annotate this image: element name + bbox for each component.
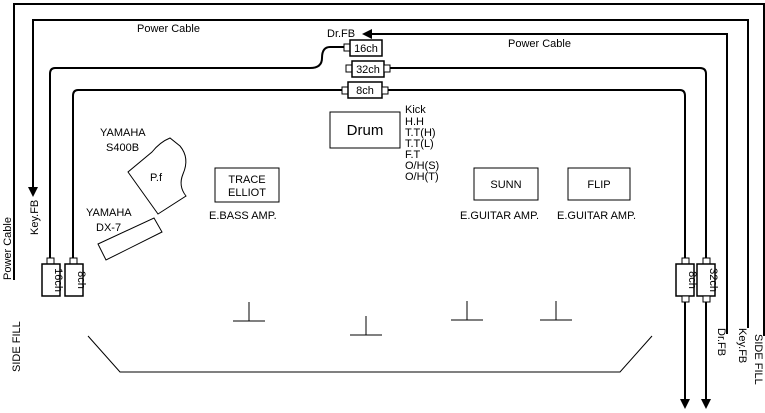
piano-brand-label: YAMAHA [100,127,146,139]
connector-right-32ch-label: 32ch [707,268,719,292]
key-fb-right-label: Key.FB [736,328,748,363]
grand-piano-shape [127,137,187,215]
synth-dx7-shape [97,217,163,261]
connector-right-8ch-label: 8ch [686,271,698,289]
connector-top-16ch-label: 16ch [354,43,378,55]
power-cable-top-right-label: Power Cable [508,38,571,50]
connector-left-8ch: 8ch [64,257,87,297]
bass-amp-line2: ELLIOT [228,187,266,199]
synth-brand-label: YAMAHA [86,207,132,219]
bass-amp-box [214,167,280,203]
connector-top-16ch: 16ch [343,39,383,57]
side-fill-left-label: SIDE FILL [11,321,23,372]
drum-mic-ttl: T.T(L) [405,138,434,150]
cable-32ch-run [384,67,711,409]
drum-mic-oht: O/H(T) [405,171,439,183]
guitar-amp-sunn-caption: E.GUITAR AMP. [460,210,539,222]
connector-left-16ch: 16ch [41,257,64,297]
connector-top-8ch-label: 8ch [356,85,374,97]
power-cable-left-run [13,3,765,336]
power-cable-left-label: Power Cable [2,217,14,280]
cable-16ch-run [49,46,346,266]
piano-model-label: S400B [106,142,139,154]
mic-stand-2 [350,316,382,336]
connector-top-8ch: 8ch [341,81,389,99]
stage-front-edge [87,335,653,373]
dr-fb-top-label: Dr.FB [327,28,355,40]
cable-8ch-run [72,89,685,404]
side-fill-right-label: SIDE FILL [752,334,764,385]
connector-top-32ch-label: 32ch [356,64,380,76]
synth-model-label: DX-7 [96,222,121,234]
guitar-amp-sunn-label: SUNN [490,179,521,191]
dr-fb-cable-run [362,29,728,334]
connector-right-32ch: 32ch [696,257,719,303]
guitar-amp-flip-label: FLIP [587,179,610,191]
drum-label: Drum [347,122,384,139]
bass-amp-line1: TRACE [228,174,265,186]
guitar-amp-sunn-box [473,167,539,201]
drum-mic-kick: Kick [405,104,426,116]
drum-mic-hh: H.H [405,116,424,128]
drum-mic-tth: T.T(H) [405,127,436,139]
connector-top-32ch: 32ch [345,60,391,78]
connector-left-16ch-label: 16ch [52,268,64,292]
drum-mic-ohs: O/H(S) [405,160,439,172]
mic-stand-1 [233,302,265,322]
mic-stand-3 [451,301,483,321]
drum-box [329,111,401,149]
guitar-amp-flip-caption: E.GUITAR AMP. [557,210,636,222]
drum-mic-ft: F.T [405,149,421,161]
piano-label: P.f [150,172,163,184]
key-fb-cable-left-run [28,19,749,328]
dr-fb-right-label: Dr.FB [715,328,727,356]
connector-left-8ch-label: 8ch [75,271,87,289]
connector-right-8ch: 8ch [675,257,698,303]
drum-mic-list: Kick H.H T.T(H) T.T(L) F.T O/H(S) O/H(T) [405,104,439,183]
mic-stand-4 [540,301,572,321]
key-fb-left-label: Key.FB [29,200,41,235]
guitar-amp-flip-box [567,167,631,201]
bass-amp-caption: E.BASS AMP. [209,210,277,222]
power-cable-top-left-label: Power Cable [137,23,200,35]
